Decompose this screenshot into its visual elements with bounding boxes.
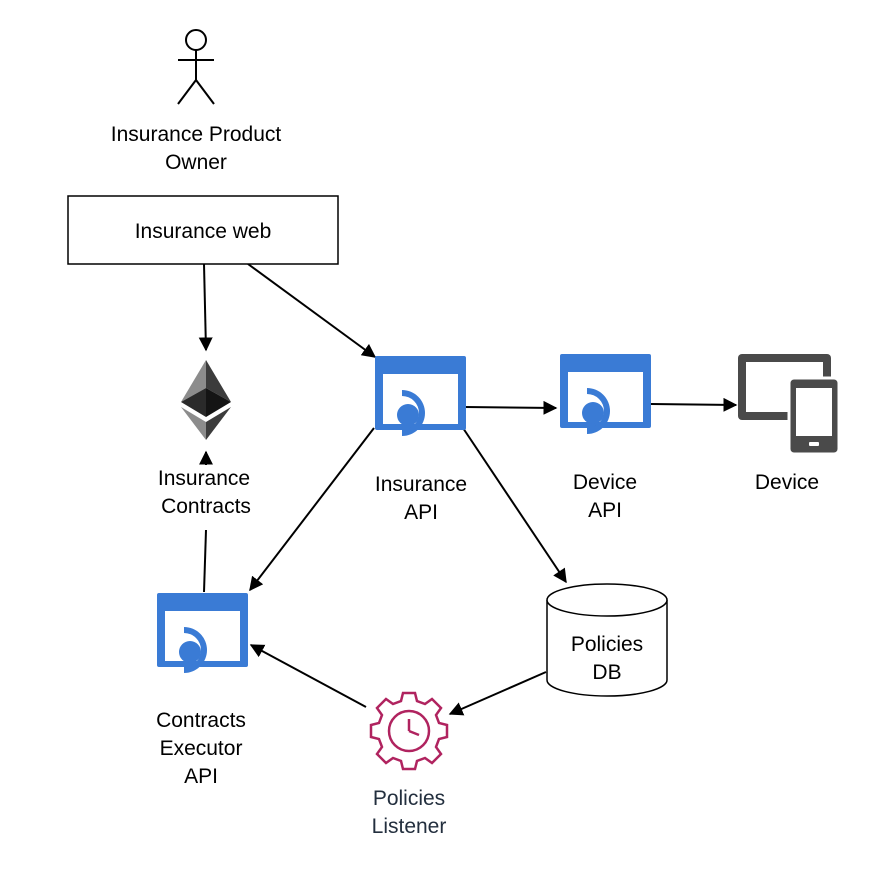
edge-insurance-api-to-executor [249,427,375,592]
executor-label-line1: Contracts [156,709,246,732]
policies-db-label-line1: Policies [571,633,643,656]
device-api-label-line1: Device [573,471,637,494]
node-insurance-api[interactable]: Insurance API [375,356,467,524]
node-insurance-contracts[interactable]: Insurance Contracts [158,360,251,518]
edge-listener-to-executor [249,644,367,708]
edges [198,263,738,716]
policies-listener-label-line1: Policies [373,787,445,810]
database-cylinder-icon [546,583,668,697]
node-contracts-executor-api[interactable]: Contracts Executor API [156,593,248,788]
stick-figure-icon [177,29,215,105]
insurance-contracts-label-line1: Insurance [158,467,250,490]
insurance-contracts-label-line2: Contracts [161,495,251,518]
edge-insurance-api-to-db [462,427,567,584]
api-app-icon [560,354,651,434]
gear-clock-icon [369,691,449,771]
executor-label-line2: Executor [160,737,243,760]
node-policies-db[interactable]: Policies DB [546,583,668,697]
actor-insurance-product-owner: Insurance Product Owner [111,29,282,174]
insurance-web-label: Insurance web [135,220,272,243]
insurance-api-label-line1: Insurance [375,473,467,496]
device-label: Device [755,471,819,494]
edge-insurance-api-to-device-api [464,400,558,415]
node-device[interactable]: Device [738,354,841,494]
edge-executor-to-contracts [203,529,207,593]
device-api-label-line2: API [588,499,622,522]
policies-listener-label-line2: Listener [372,815,447,838]
api-app-icon [157,593,248,673]
node-insurance-web[interactable]: Insurance web [67,195,339,265]
actor-label-line1: Insurance Product [111,123,282,146]
edge-db-to-listener [448,671,547,716]
insurance-web-box [67,195,339,265]
ethereum-icon [181,360,231,440]
executor-label-line3: API [184,765,218,788]
insurance-api-label-line2: API [404,501,438,524]
devices-icon [738,354,841,456]
node-policies-listener[interactable]: Policies Listener [369,691,449,838]
edge-device-api-to-device [650,397,738,412]
api-app-icon [375,356,466,436]
policies-db-label-line2: DB [592,661,621,684]
node-device-api[interactable]: Device API [560,354,651,522]
edge-web-to-contracts [198,263,213,352]
actor-label-line2: Owner [165,151,227,174]
edge-web-to-insurance-api [247,263,377,358]
